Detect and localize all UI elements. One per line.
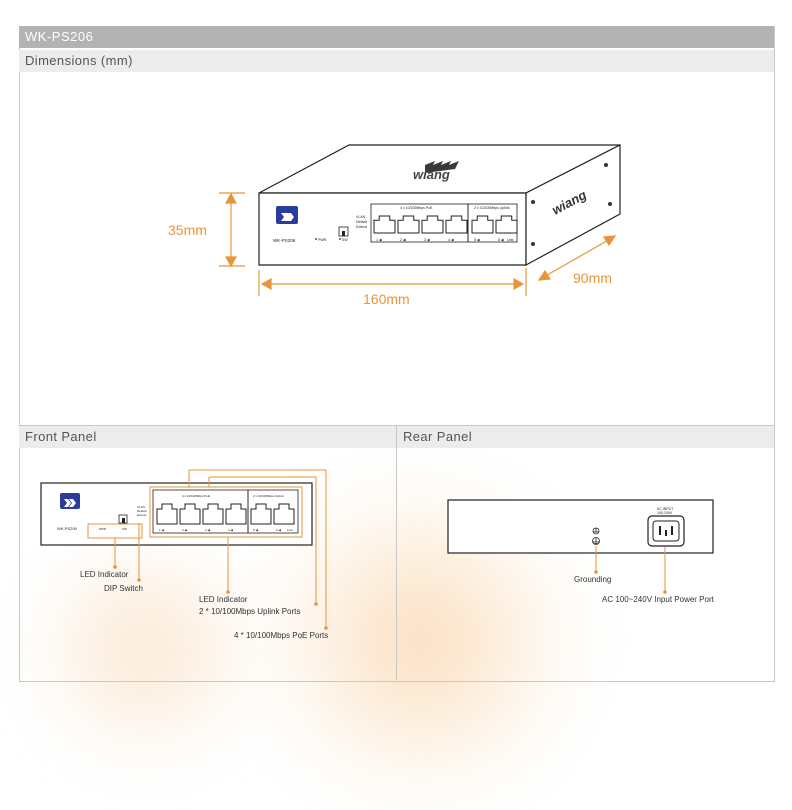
port-number: 6 ◀: [498, 238, 505, 242]
rear-callout-lines: [595, 546, 666, 592]
rj45-port-icon: [445, 215, 468, 234]
iso-port-numbers: 1 ◀ 2 ◀ 3 ◀ 4 ◀ 5 ◀ 6 ◀: [376, 238, 505, 242]
uplink-group-label: 2 x 10/100Mbps Uplink: [474, 206, 510, 210]
callout-uplink-ports: 2 * 10/100Mbps Uplink Ports: [199, 607, 301, 616]
rj45-port-icon: [179, 503, 201, 525]
callout-poe-ports: 4 * 10/100Mbps PoE Ports: [234, 631, 329, 640]
front-link-label: Link: [287, 528, 293, 532]
front-port-numbers: 1 ◀ 2 ◀ 3 ◀ 4 ◀ 5 ◀ 6 ◀: [159, 528, 282, 532]
section-divider: [19, 425, 774, 426]
front-model-text: WK-PS206: [273, 238, 296, 243]
front-dip-vlan: VLAN: [137, 505, 145, 509]
rj45-port-icon: [495, 215, 518, 234]
port-number: 5 ◀: [253, 528, 259, 532]
front-led-sw: SW: [122, 527, 127, 531]
top-brand-text: wiang: [413, 167, 450, 182]
port-number: 6 ◀: [276, 528, 282, 532]
ac-input-rating: 100-240V: [657, 511, 673, 515]
rj45-port-icon: [202, 503, 224, 525]
dip-option-default: Default: [356, 220, 367, 224]
model-title-bar: WK-PS206: [19, 26, 774, 48]
wiang-top-logo-icon: [425, 161, 459, 173]
rj45-port-icon: [273, 503, 295, 525]
dimensions-header: Dimensions (mm): [19, 50, 774, 72]
poe-group-label: 4 x 10/100Mbps PoE: [400, 206, 433, 210]
port-number: 2 ◀: [400, 238, 407, 242]
front-uplink-group: [247, 489, 299, 534]
front-led-pwr: PWR: [99, 527, 107, 531]
front-panel-model: WK-PS206: [57, 526, 78, 531]
iso-ports: [373, 215, 518, 234]
port-number: 1 ◀: [159, 528, 165, 532]
panel-divider: [396, 426, 397, 680]
rj45-port-icon: [156, 503, 178, 525]
front-panel-drawing: WK-PS206 VLAN Default Extend PWR SW 4 x …: [40, 469, 328, 630]
callout-led-indicator-left: LED Indicator: [80, 570, 129, 579]
rj45-port-icon: [373, 215, 396, 234]
front-poe-label: 4 x 10/100Mbps PoE: [182, 494, 210, 498]
callout-dip-switch: DIP Switch: [104, 584, 143, 593]
rear-callout-dots: [594, 570, 667, 594]
front-dip-extend: Extend: [137, 513, 147, 517]
device-isometric-drawing: wiang wiang WK-PS206 VLAN Default Extend…: [219, 144, 621, 296]
port-number: 3 ◀: [424, 238, 431, 242]
dip-option-extend: Extend: [356, 225, 367, 229]
rj45-port-icon: [225, 503, 247, 525]
front-uplink-label: 2 x 10/100Mbps Uplink: [253, 494, 284, 498]
grounding-icon: [592, 527, 600, 545]
background-glow-left: [30, 520, 260, 780]
power-socket-icon: [647, 515, 685, 547]
rj45-port-icon: [397, 215, 420, 234]
led-label-pwr: PWR: [318, 238, 327, 242]
callout-grounding: Grounding: [574, 575, 612, 584]
callout-power-port: AC 100~240V Input Power Port: [602, 595, 714, 604]
front-callout-lines: [87, 469, 327, 628]
link-label: Link: [507, 238, 514, 242]
callout-led-indicator-right: LED Indicator: [199, 595, 248, 604]
front-dip-default: Default: [137, 509, 147, 513]
device-side-face: [525, 144, 621, 267]
rear-panel-drawing: AC INPUT 100-240V: [447, 499, 714, 594]
front-ports: [156, 503, 295, 525]
port-number: 4 ◀: [228, 528, 234, 532]
port-number: 2 ◀: [182, 528, 188, 532]
dip-option-vlan: VLAN: [356, 215, 366, 219]
rj45-port-icon: [250, 503, 272, 525]
side-screws: [531, 163, 612, 246]
front-logo-icon: [60, 493, 80, 509]
ac-input-label: AC INPUT: [657, 507, 674, 511]
front-panel-header: Front Panel: [19, 426, 396, 448]
port-number: 1 ◀: [376, 238, 383, 242]
port-number: 5 ◀: [474, 238, 481, 242]
dimension-lines: [219, 192, 617, 296]
rj45-port-icon: [421, 215, 444, 234]
rear-panel-header: Rear Panel: [397, 426, 774, 448]
depth-dimension-label: 90mm: [573, 270, 612, 286]
front-callout-dots: [113, 565, 328, 630]
rj45-port-icon: [471, 215, 494, 234]
port-number: 4 ◀: [448, 238, 455, 242]
height-dimension-label: 35mm: [168, 222, 207, 238]
port-number: 3 ◀: [205, 528, 211, 532]
led-label-sw: SW: [342, 238, 348, 242]
width-dimension-label: 160mm: [363, 291, 410, 307]
